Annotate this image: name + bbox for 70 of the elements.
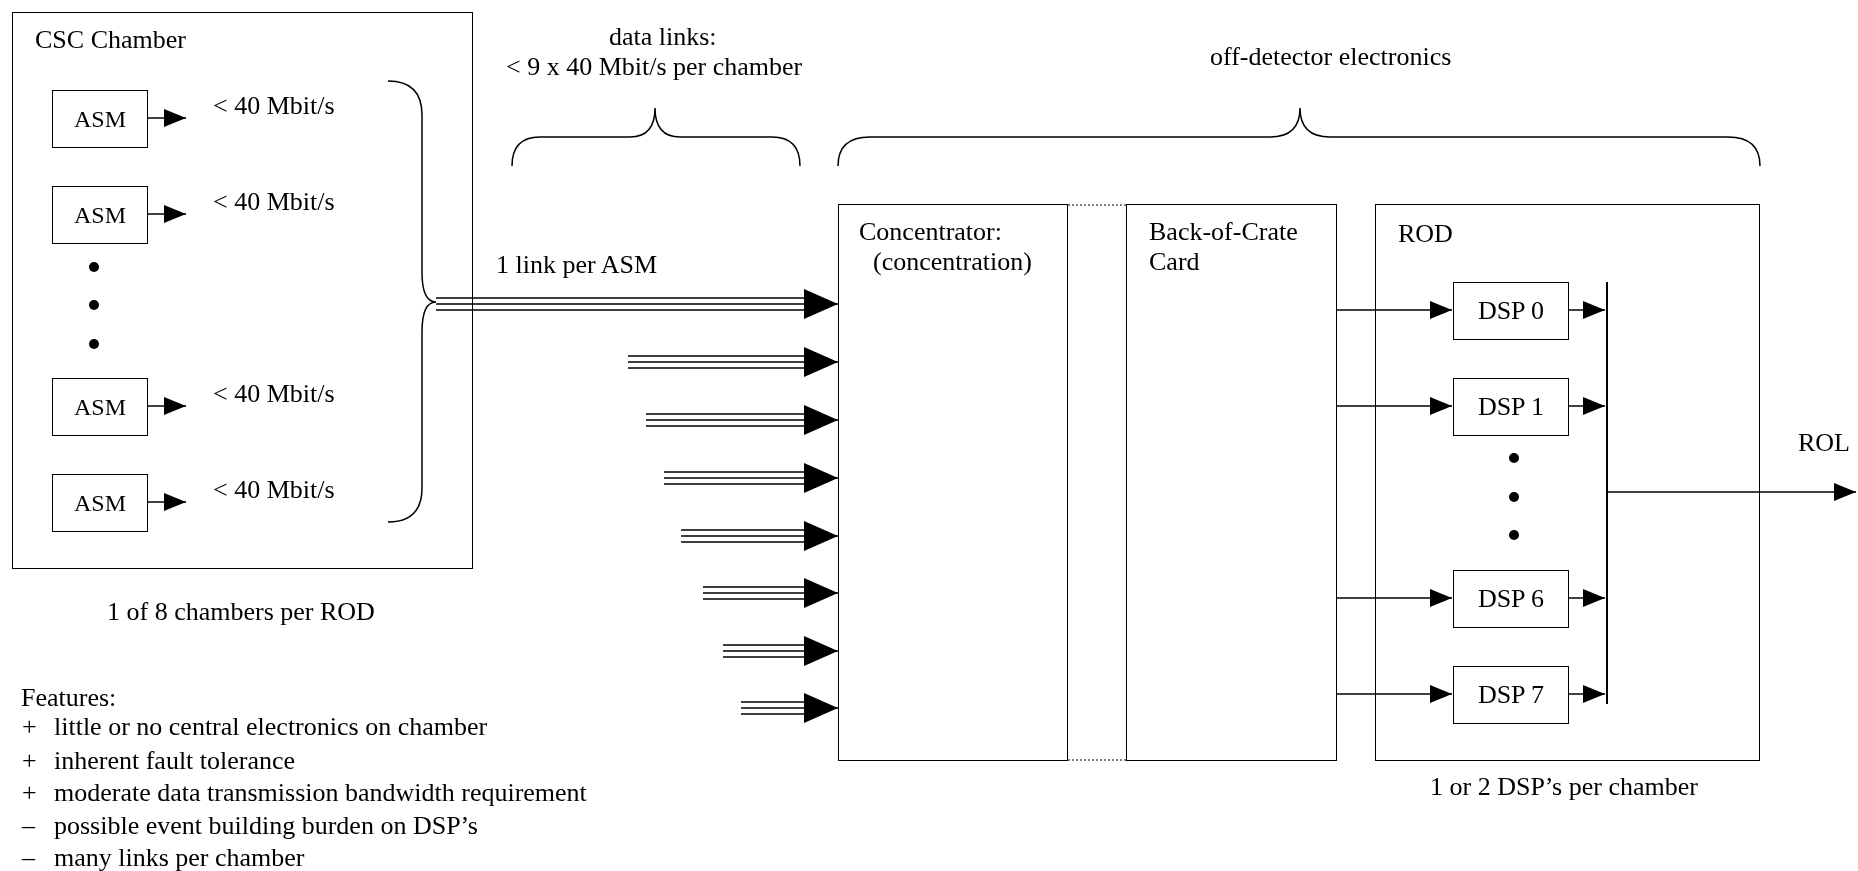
link-bundle-arrow [702, 578, 839, 608]
dsp-box [1453, 282, 1569, 340]
list-item: possible event building burden on DSP’s [54, 812, 478, 839]
list-item: inherent fault tolerance [54, 747, 296, 774]
dotted-line [1067, 204, 1127, 206]
list-bullet: + [22, 747, 37, 774]
box-label: CSC Chamber [35, 25, 186, 55]
node-label: 1 or 2 DSP’s per chamber [1430, 772, 1698, 802]
arrow [1606, 483, 1857, 501]
arrow [146, 109, 187, 127]
link-bundle-arrow [680, 521, 839, 551]
link-bundle-arrow [472, 289, 839, 319]
arrow [1336, 685, 1453, 703]
chamber-frame [12, 12, 473, 569]
link-bundle-arrow [645, 405, 839, 435]
list-item: little or no central electronics on chamber [54, 713, 488, 740]
rod-box [1375, 204, 1760, 761]
dsp-box [1453, 378, 1569, 436]
arrow [1336, 301, 1453, 319]
list-bullet: – [22, 844, 35, 871]
arrow [1336, 589, 1453, 607]
arrow [1567, 301, 1606, 319]
list-bullet: – [22, 812, 35, 839]
module-box [52, 90, 148, 148]
heading-label: < 9 x 40 Mbit/s per chamber [506, 52, 803, 82]
arrow [146, 397, 187, 415]
arrow [1336, 397, 1453, 415]
box-label: ASM [74, 393, 126, 422]
box-label: DSP 1 [1477, 392, 1545, 422]
link-bundle-arrow [740, 693, 839, 723]
rate-label: < 40 Mbit/s [213, 379, 335, 409]
box-label: DSP 6 [1477, 584, 1545, 614]
heading-label: off-detector electronics [1210, 42, 1452, 72]
heading-label: data links: [609, 22, 717, 52]
rate-label: < 40 Mbit/s [213, 475, 335, 505]
concentrator-box [838, 204, 1068, 761]
box-label: DSP 0 [1477, 296, 1545, 326]
edge-label: 1 link per ASM [496, 250, 658, 280]
rate-label: < 40 Mbit/s [213, 91, 335, 121]
list-bullet: + [22, 713, 37, 740]
arrow [146, 205, 187, 223]
arrow [1567, 589, 1606, 607]
list-item: many links per chamber [54, 844, 305, 871]
list-item: moderate data transmission bandwidth requirement [54, 779, 587, 806]
box-label: ASM [74, 489, 126, 518]
module-box [52, 186, 148, 244]
arrow [1567, 685, 1606, 703]
dsp-box [1453, 666, 1569, 724]
module-box [52, 474, 148, 532]
list-heading: Features: [21, 684, 117, 711]
box-label: ASM [74, 105, 126, 134]
box-label: (concentration) [873, 247, 1032, 277]
node-label: 1 of 8 chambers per ROD [107, 597, 375, 627]
list-bullet: + [22, 779, 37, 806]
dotted-line [1067, 759, 1127, 761]
link-bundle-arrow [722, 636, 839, 666]
box-label: ROD [1398, 219, 1453, 249]
rate-label: < 40 Mbit/s [213, 187, 335, 217]
link-bundle-arrow [663, 463, 839, 493]
dsp-box [1453, 570, 1569, 628]
module-box [52, 378, 148, 436]
box-label: Concentrator: [859, 217, 1002, 247]
link-bundle-arrow [627, 347, 839, 377]
edge-label: ROL [1798, 428, 1850, 458]
crate-card-box [1126, 204, 1337, 761]
box-label: Back-of-Crate Card [1149, 217, 1299, 277]
box-label: DSP 7 [1477, 680, 1545, 710]
arrow [146, 493, 187, 511]
box-label: ASM [74, 201, 126, 230]
arrow [1567, 397, 1606, 415]
